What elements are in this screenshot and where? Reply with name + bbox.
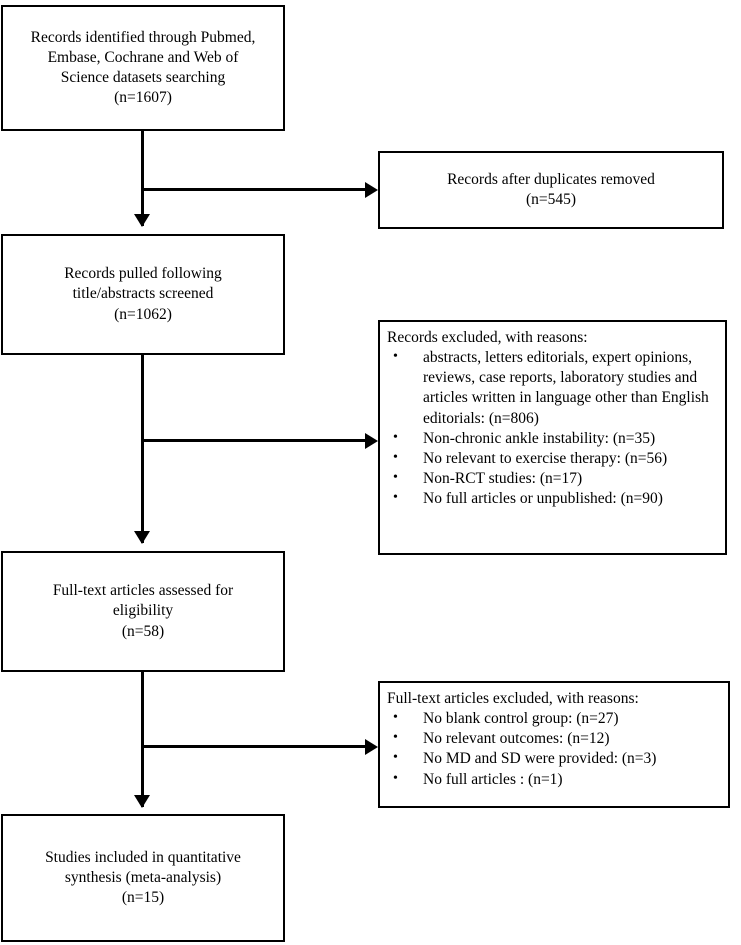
bullet-icon: •	[393, 750, 398, 766]
reason-text: No relevant outcomes: (n=12)	[423, 730, 610, 748]
arrowhead-eligibility-to-included	[134, 795, 150, 808]
reason-text: No blank control group: (n=27)	[423, 710, 619, 728]
reason-text: Non-RCT studies: (n=17)	[423, 469, 583, 487]
list-item: • No blank control group: (n=27)	[387, 709, 722, 729]
records-after-duplicates-removed-box: Records after duplicates removed (n=545)	[378, 151, 724, 229]
bullet-icon: •	[393, 469, 398, 485]
connector-eligibility-to-included	[141, 672, 144, 807]
reason-text: abstracts, letters editorials, expert op…	[423, 349, 709, 427]
records-excluded-heading: Records excluded, with reasons:	[387, 329, 588, 346]
connector-to-records-excluded	[141, 439, 369, 442]
records-screened-box: Records pulled following title/abstracts…	[1, 234, 285, 355]
records-identified-line-3: Science datasets searching	[60, 69, 226, 86]
included-count: (n=15)	[121, 889, 165, 907]
bullet-icon: •	[393, 490, 398, 506]
duplicates-removed-line-1: Records after duplicates removed	[447, 170, 655, 188]
connector-to-full-text-excluded	[141, 745, 369, 748]
bullet-icon: •	[393, 349, 398, 365]
bullet-icon: •	[393, 730, 398, 746]
list-item: • No MD and SD were provided: (n=3)	[387, 749, 722, 769]
records-screened-count: (n=1062)	[114, 305, 172, 323]
list-item: • abstracts, letters editorials, expert …	[387, 348, 719, 429]
bullet-icon: •	[393, 770, 398, 786]
records-identified-box: Records identified through Pubmed, Embas…	[1, 5, 285, 131]
bullet-icon: •	[393, 429, 398, 445]
list-item: • No relevant outcomes: (n=12)	[387, 729, 722, 749]
arrowhead-to-records-excluded	[365, 433, 378, 449]
full-text-excluded-heading: Full-text articles excluded, with reason…	[387, 690, 639, 707]
arrowhead-to-full-text-excluded	[365, 739, 378, 755]
list-item: • No full articles or unpublished: (n=90…	[387, 489, 719, 509]
list-item: • No relevant to exercise therapy: (n=56…	[387, 449, 719, 469]
list-item: • No full articles : (n=1)	[387, 770, 722, 790]
connector-to-duplicates-removed	[141, 188, 369, 191]
reason-text: No MD and SD were provided: (n=3)	[423, 750, 657, 768]
full-text-excluded-box: Full-text articles excluded, with reason…	[378, 681, 730, 808]
studies-included-box: Studies included in quantitative synthes…	[1, 814, 285, 942]
records-excluded-box: Records excluded, with reasons: • abstra…	[378, 320, 727, 555]
included-line-2: synthesis (meta-analysis)	[64, 868, 222, 886]
list-item: • Non-chronic ankle instability: (n=35)	[387, 429, 719, 449]
reason-text: No full articles : (n=1)	[423, 770, 563, 788]
list-item: • Non-RCT studies: (n=17)	[387, 469, 719, 489]
connector-screened-to-eligibility	[141, 355, 144, 543]
bullet-icon: •	[393, 449, 398, 465]
reason-text: No full articles or unpublished: (n=90)	[423, 490, 663, 508]
records-identified-line-1: Records identified through Pubmed,	[30, 28, 256, 46]
records-identified-count: (n=1607)	[114, 89, 172, 107]
eligibility-line-2: eligibility	[112, 602, 174, 620]
full-text-excluded-reason-list: • No blank control group: (n=27) • No re…	[387, 709, 722, 790]
records-screened-line-2: title/abstracts screened	[72, 285, 214, 303]
bullet-icon: •	[393, 710, 398, 726]
full-text-assessed-box: Full-text articles assessed for eligibil…	[1, 551, 285, 672]
records-excluded-reason-list: • abstracts, letters editorials, expert …	[387, 348, 719, 509]
arrowhead-identified-to-screened	[134, 214, 150, 227]
records-identified-line-2: Embase, Cochrane and Web of	[47, 48, 239, 66]
included-line-1: Studies included in quantitative	[45, 848, 241, 866]
records-screened-line-1: Records pulled following	[64, 265, 222, 283]
eligibility-count: (n=58)	[121, 622, 165, 640]
reason-text: Non-chronic ankle instability: (n=35)	[423, 429, 656, 447]
duplicates-removed-count: (n=545)	[525, 191, 577, 208]
connector-identified-to-screened	[141, 131, 144, 226]
reason-text: No relevant to exercise therapy: (n=56)	[423, 449, 668, 467]
arrowhead-screened-to-eligibility	[134, 531, 150, 544]
arrowhead-to-duplicates-removed	[365, 182, 378, 198]
eligibility-line-1: Full-text articles assessed for	[52, 582, 234, 600]
